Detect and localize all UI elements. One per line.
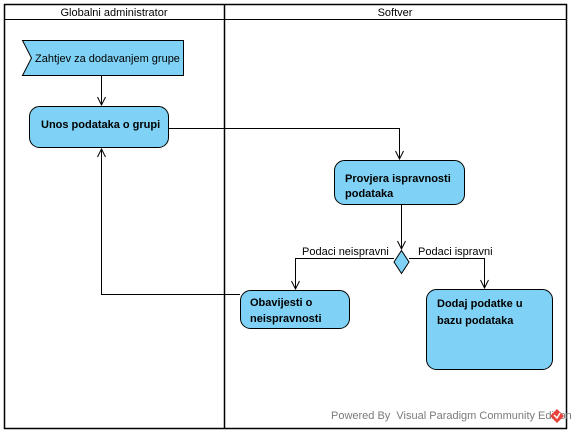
action-dodaj-label-1: Dodaj podatke u: [437, 298, 523, 310]
action-provjera-label-1: Provjera ispravnosti: [345, 173, 451, 185]
action-provjera-ispravnosti[interactable]: [334, 160, 465, 205]
action-unos-label: Unos podataka o grupi: [41, 119, 160, 131]
lane-title-globalni-administrator: Globalni administrator: [61, 7, 168, 19]
flow-obavijesti-to-unos: [102, 149, 240, 295]
edge-label-neispravni: Podaci neispravni: [302, 246, 389, 258]
decision-node[interactable]: [393, 249, 410, 275]
action-obavijesti-label-1: Obavijesti o: [250, 297, 313, 309]
lane-title-softver: Softver: [378, 7, 413, 19]
edge-label-ispravni: Podaci ispravni: [418, 246, 493, 258]
watermark-text: Powered By Visual Paradigm Community Edi…: [331, 410, 572, 422]
flow-decision-to-obavijesti: [296, 258, 394, 290]
signal-node-label: Zahtjev za dodavanjem grupe: [35, 53, 180, 65]
signal-node-zahtjev[interactable]: [21, 40, 184, 76]
action-dodaj-podatke[interactable]: [426, 289, 553, 370]
action-provjera-label-2: podataka: [345, 188, 394, 200]
action-unos-podataka[interactable]: [29, 106, 169, 148]
visual-paradigm-logo: [550, 409, 564, 423]
flow-unos-to-provjera: [169, 128, 400, 160]
flow-decision-to-dodaj: [409, 258, 485, 289]
action-dodaj-label-2: bazu podataka: [437, 315, 514, 327]
action-obavijesti[interactable]: [240, 290, 350, 329]
action-obavijesti-label-2: neispravnosti: [250, 313, 322, 325]
